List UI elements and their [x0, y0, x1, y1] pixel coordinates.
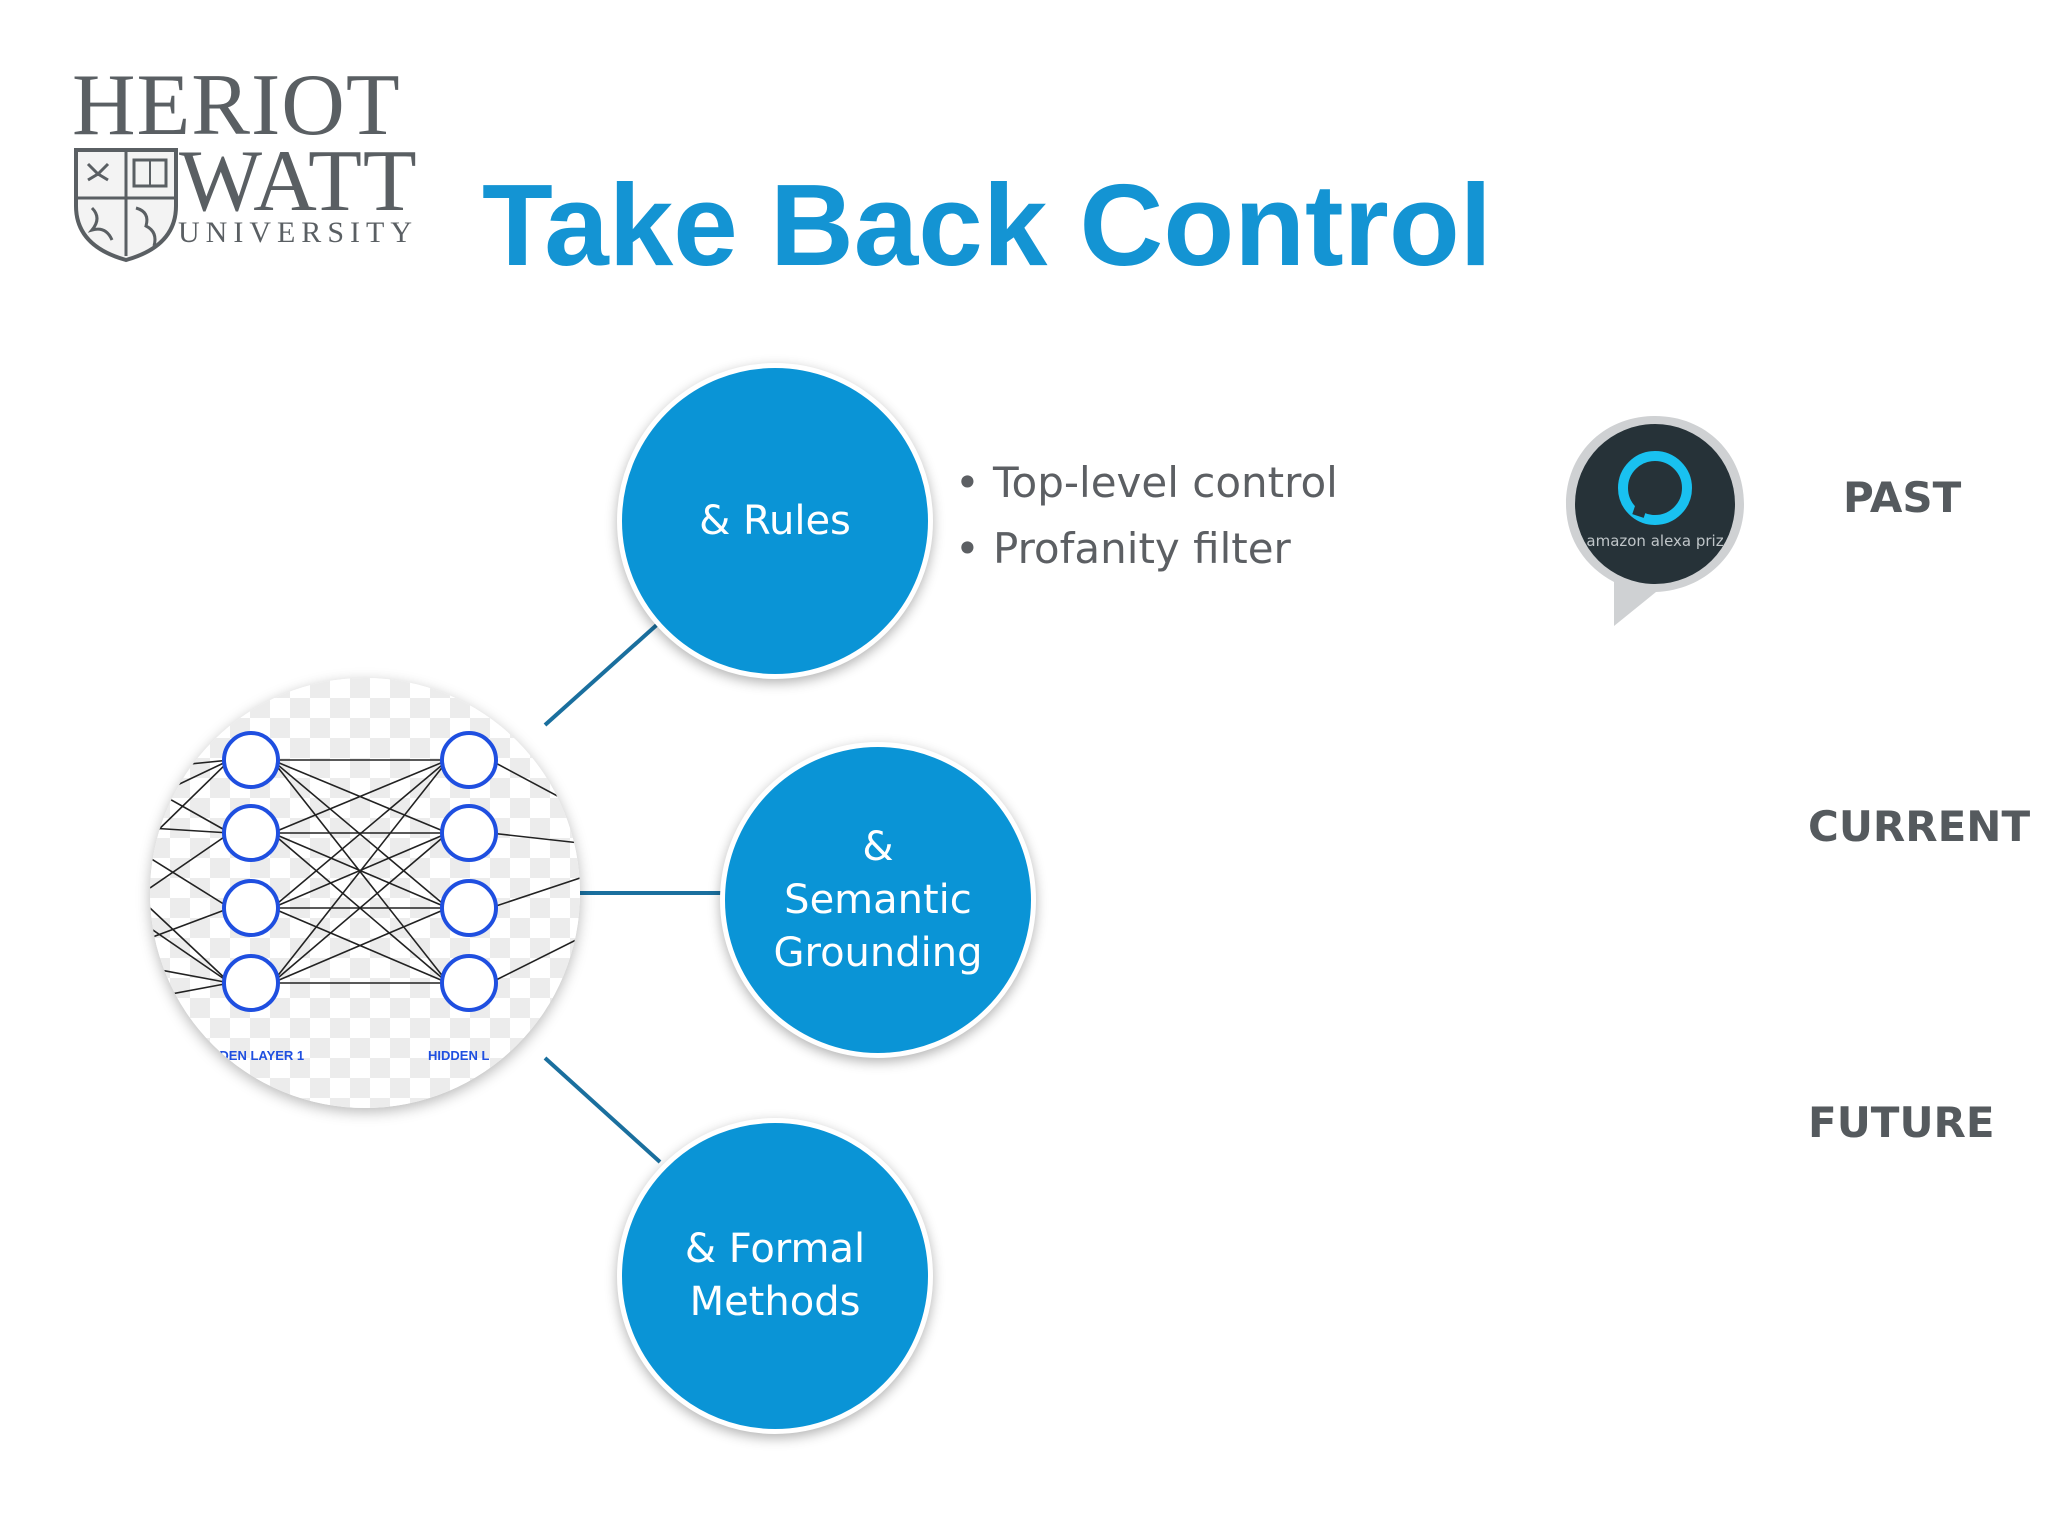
heriot-watt-logo: HERIOT WATT UNIVERSITY [66, 57, 436, 263]
semantic-label-line3: Grounding [773, 929, 983, 976]
neural-network-diagram: DDEN LAYER 1 HIDDEN L [150, 678, 580, 1108]
amazon-alexa-icon: amazon alexa priz [1566, 416, 1744, 626]
neural-network-image: DDEN LAYER 1 HIDDEN L [150, 678, 580, 1108]
stage-past-label: PAST [1843, 473, 1962, 522]
neuron [222, 879, 280, 937]
logo-university-text: UNIVERSITY [178, 216, 418, 249]
neuron [440, 731, 498, 789]
semantic-grounding-bubble: & Semantic Grounding [720, 742, 1036, 1058]
logo-heriot-text: HERIOT [72, 57, 401, 154]
bullet-icon: • [955, 524, 980, 573]
neuron [440, 954, 498, 1012]
bullet-text: Profanity filter [993, 524, 1291, 573]
neuron [222, 804, 280, 862]
neuron [222, 731, 280, 789]
stage-future-label: FUTURE [1808, 1098, 1995, 1147]
nn-label-right: HIDDEN L [428, 1048, 489, 1063]
connector-rules [543, 620, 662, 727]
nn-label-left: DDEN LAYER 1 [210, 1048, 304, 1063]
rules-bullet-list: • Top-level control • Profanity filter [955, 450, 1338, 582]
university-crest-icon [74, 148, 178, 263]
logo-watt-text: WATT [179, 133, 418, 230]
neuron [440, 804, 498, 862]
formal-label-line2: Methods [689, 1279, 861, 1325]
alexa-caption: amazon alexa priz [1586, 532, 1723, 550]
bullet-icon: • [955, 458, 980, 507]
connector-formal [543, 1056, 662, 1164]
neuron [222, 954, 280, 1012]
semantic-label-line1: & [862, 823, 894, 870]
semantic-label-line2: Semantic [784, 876, 972, 923]
formal-label-line1: & Formal [684, 1226, 866, 1272]
slide-title: Take Back Control [482, 160, 1492, 290]
rules-label: & Rules [699, 497, 851, 544]
bullet-text: Top-level control [993, 458, 1338, 507]
stage-current-label: CURRENT [1808, 802, 2031, 851]
formal-methods-bubble: & Formal Methods [617, 1118, 933, 1434]
bullet-item: • Top-level control [955, 450, 1338, 516]
bullet-item: • Profanity filter [955, 516, 1338, 582]
neuron [440, 879, 498, 937]
rules-bubble: & Rules [617, 363, 933, 679]
